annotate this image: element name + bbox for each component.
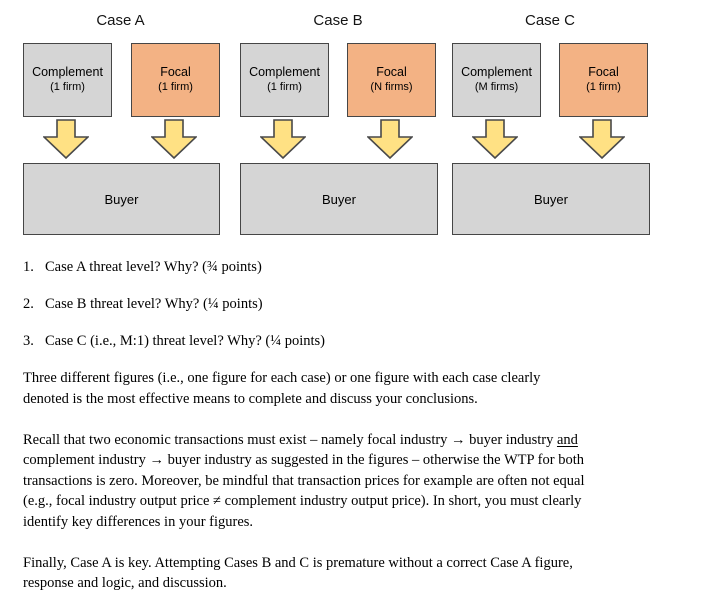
buyer-label: Buyer bbox=[322, 191, 356, 207]
question-text: Case B threat level? Why? (¼ points) bbox=[45, 296, 263, 312]
down-arrow-icon bbox=[43, 119, 89, 159]
down-arrow-icon bbox=[260, 119, 306, 159]
down-arrow-icon bbox=[367, 119, 413, 159]
recall-text-start: Recall that two economic transactions mu… bbox=[23, 431, 557, 448]
paragraph-recall: Recall that two economic transactions mu… bbox=[23, 430, 708, 533]
question-item-2: 2. Case B threat level? Why? (¼ points) bbox=[23, 294, 708, 315]
question-number: 2. bbox=[23, 296, 34, 312]
down-arrow-icon bbox=[579, 119, 625, 159]
case-c-focal-box: Focal (1 firm) bbox=[559, 43, 648, 117]
recall-underlined-word: and bbox=[556, 431, 578, 448]
box-label: Focal bbox=[588, 65, 619, 80]
box-label: Complement bbox=[461, 65, 532, 80]
case-a-focal-box: Focal (1 firm) bbox=[131, 43, 220, 117]
case-b-focal-box: Focal (N firms) bbox=[347, 43, 436, 117]
box-label: Focal bbox=[376, 65, 407, 80]
case-a-complement-box: Complement (1 firm) bbox=[23, 43, 112, 117]
box-detail: (1 firm) bbox=[267, 80, 302, 93]
case-b-buyer-box: Buyer bbox=[240, 163, 438, 235]
document-body: 1. Case A threat level? Why? (¾ points) … bbox=[23, 257, 708, 594]
down-arrow-icon bbox=[151, 119, 197, 159]
case-a-buyer-box: Buyer bbox=[23, 163, 220, 235]
case-c-title: Case C bbox=[524, 12, 576, 29]
question-text: Case A threat level? Why? (¾ points) bbox=[45, 259, 262, 275]
box-detail: (1 firm) bbox=[158, 80, 193, 93]
recall-text-end: complement industry → buyer industry as … bbox=[23, 452, 585, 530]
case-b-complement-box: Complement (1 firm) bbox=[240, 43, 329, 117]
box-detail: (1 firm) bbox=[586, 80, 621, 93]
down-arrow-icon bbox=[472, 119, 518, 159]
box-label: Complement bbox=[32, 65, 103, 80]
box-label: Complement bbox=[249, 65, 320, 80]
case-b-title: Case B bbox=[313, 12, 363, 29]
buyer-label: Buyer bbox=[534, 191, 568, 207]
cases-diagram: Case A Case B Case C Complement (1 firm)… bbox=[0, 0, 728, 248]
box-detail: (N firms) bbox=[370, 80, 413, 93]
paragraph-finally-note: Finally, Case A is key. Attempting Cases… bbox=[23, 554, 573, 592]
question-number: 3. bbox=[23, 333, 34, 349]
question-item-3: 3. Case C (i.e., M:1) threat level? Why?… bbox=[23, 331, 708, 352]
question-number: 1. bbox=[23, 259, 34, 275]
paragraph-figures-note: Three different figures (i.e., one figur… bbox=[23, 370, 541, 407]
question-item-1: 1. Case A threat level? Why? (¾ points) bbox=[23, 257, 708, 278]
buyer-label: Buyer bbox=[104, 191, 139, 207]
box-label: Focal bbox=[160, 65, 191, 80]
case-c-buyer-box: Buyer bbox=[452, 163, 650, 235]
question-text: Case C (i.e., M:1) threat level? Why? (¼… bbox=[45, 333, 325, 349]
box-detail: (M firms) bbox=[474, 80, 519, 93]
case-c-complement-box: Complement (M firms) bbox=[452, 43, 541, 117]
box-detail: (1 firm) bbox=[50, 80, 85, 93]
case-a-title: Case A bbox=[96, 12, 145, 29]
